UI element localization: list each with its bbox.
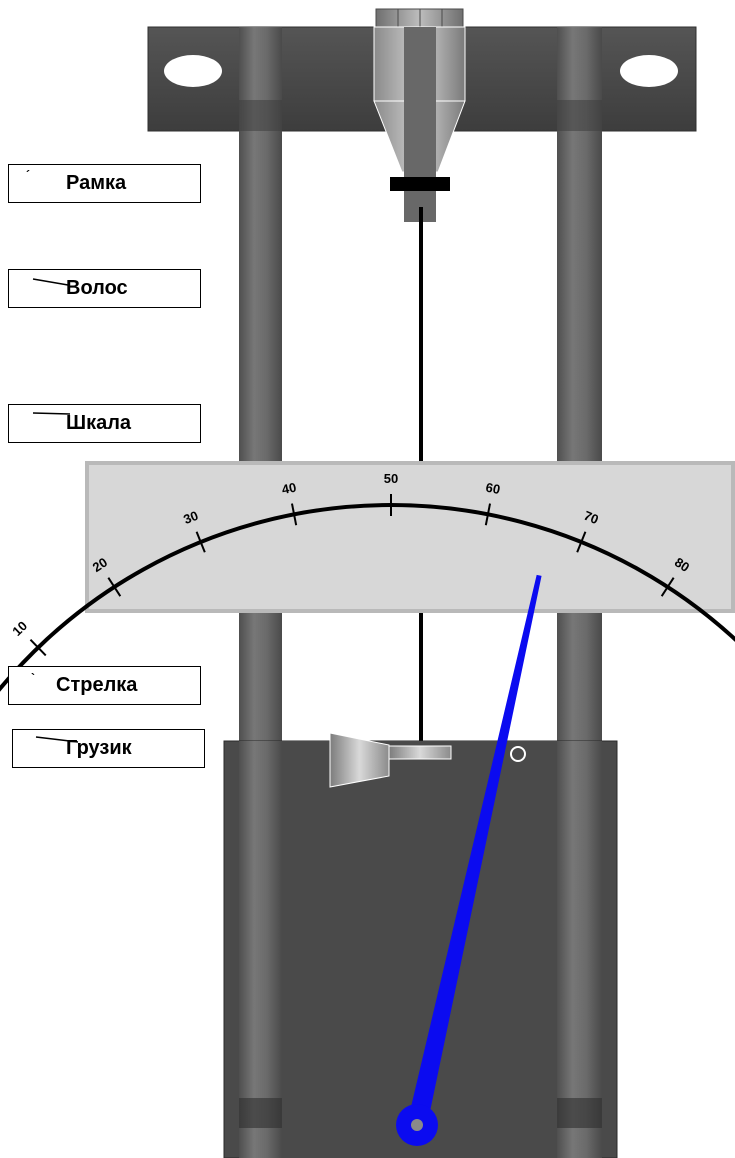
label-weight: Грузик [12, 729, 205, 768]
right-rod-collar-bottom [557, 1098, 602, 1128]
pointer [396, 574, 542, 1146]
frame-mount-hole-left [164, 55, 222, 87]
label-frame-text: Рамка [66, 172, 127, 194]
scale-tick [29, 638, 47, 657]
scale-tick [107, 577, 122, 597]
scale-tick [484, 503, 492, 526]
scale-tick-label: 50 [384, 471, 398, 486]
scale-tick [290, 503, 298, 526]
pointer-needle [407, 574, 542, 1128]
right-rod-collar-top [557, 100, 602, 131]
left-rod-lower [239, 741, 282, 1158]
scale-tick-label: 10 [9, 618, 30, 639]
scale-panel [85, 461, 735, 613]
label-hair: Волос [8, 269, 201, 308]
pointer-hub-hole [411, 1119, 423, 1131]
clamp-spindle [404, 27, 436, 222]
scale-tick-label: 80 [672, 555, 692, 575]
counterweight-cone [329, 732, 390, 788]
scale-tick-label: 30 [181, 508, 200, 527]
counterweight-rod [388, 745, 452, 760]
label-scale: Шкала [8, 404, 201, 443]
scale-tick [576, 531, 587, 553]
scale-tick-label: 60 [484, 480, 501, 497]
label-frame: ´ Рамка [8, 164, 201, 203]
left-rod-collar-top [239, 100, 282, 131]
label-hair-text: Волос [66, 277, 128, 299]
left-rod-collar-bottom [239, 1098, 282, 1128]
frame-mount-hole-right [620, 55, 678, 87]
scale-tick-label: 20 [90, 555, 110, 575]
clamp-washer [390, 177, 450, 191]
scale-tick-label: 70 [582, 508, 601, 527]
label-scale-text: Шкала [66, 412, 132, 434]
label-weight-text: Грузик [66, 737, 132, 759]
label-pointer-text: Стрелка [56, 674, 138, 696]
scale-tick [660, 577, 675, 597]
label-pointer: ` Стрелка [8, 666, 201, 705]
weight-small-hole [510, 746, 526, 762]
scale-tick-label: 40 [280, 480, 297, 497]
label-mark: ´ [26, 168, 30, 182]
scale-dial: 0102030405060708090100 [0, 471, 735, 692]
scale-tick [195, 531, 206, 553]
right-rod-lower [557, 741, 602, 1158]
label-mark: ` [31, 671, 35, 685]
